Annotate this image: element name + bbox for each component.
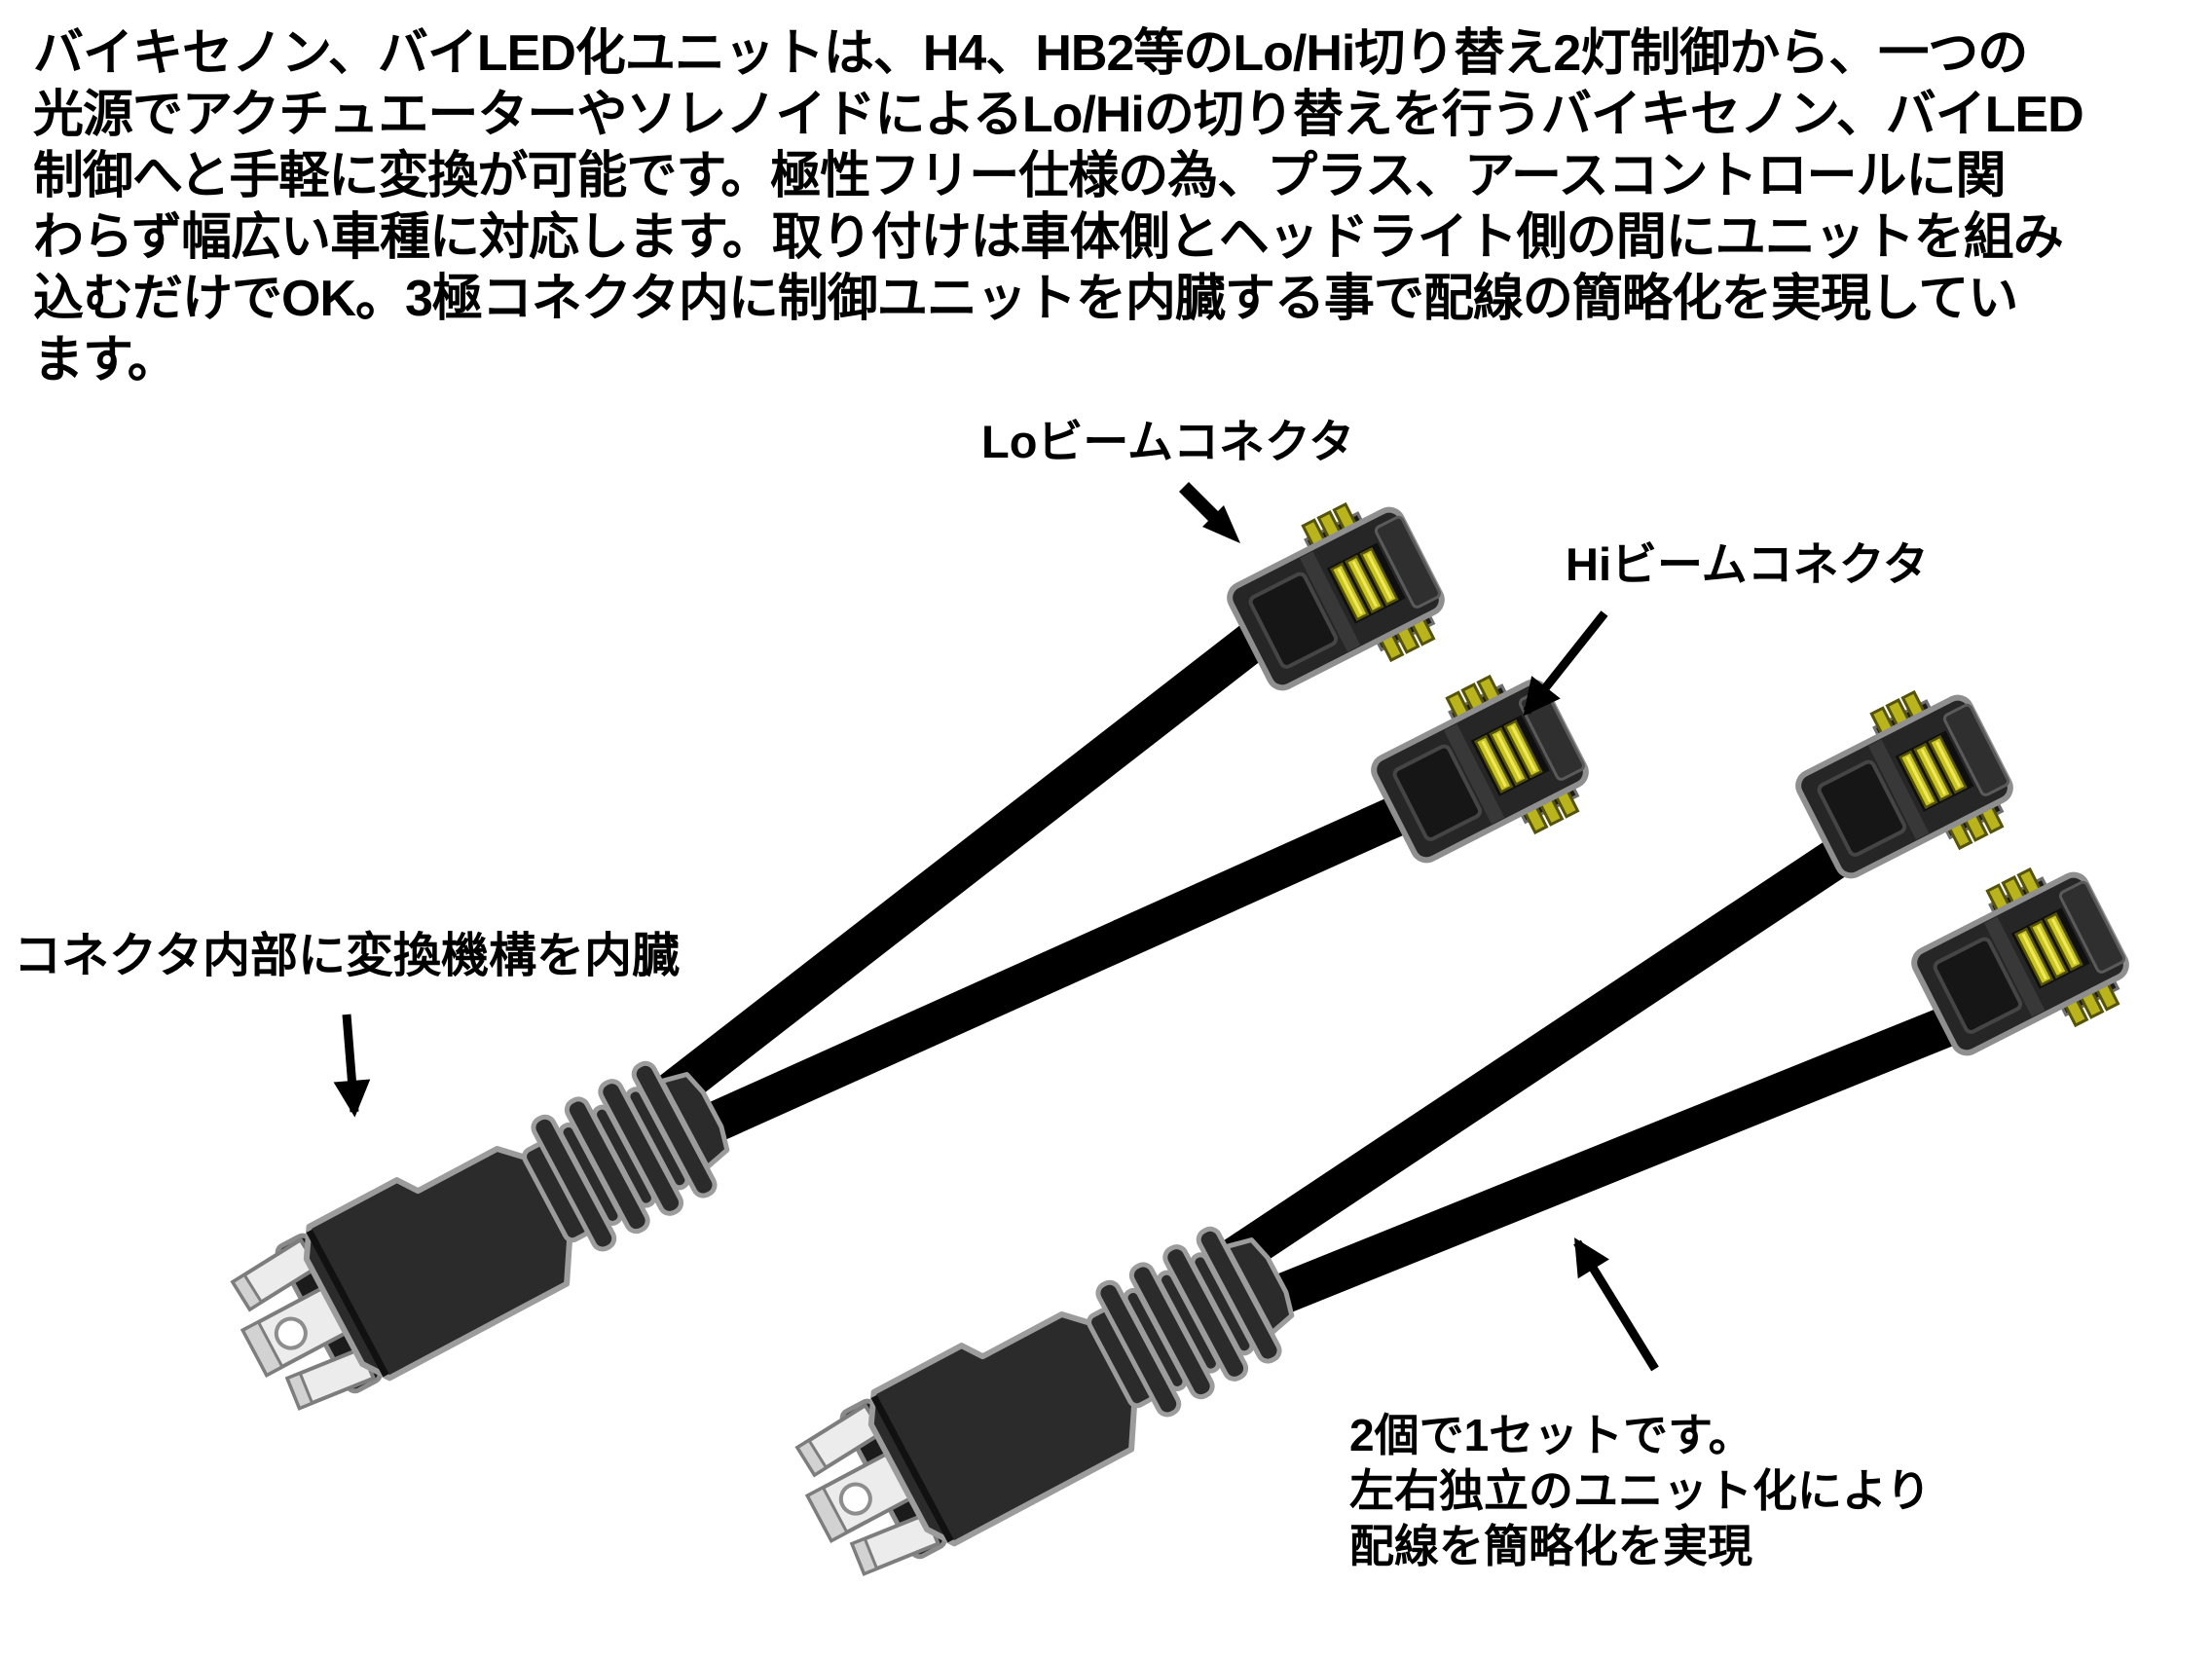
lo-beam-connector: [1214, 484, 1456, 713]
lo-beam-arrow-icon: [1179, 482, 1240, 543]
converter-arrow-icon: [333, 1014, 371, 1118]
description-line: わらず幅広い車種に対応します。取り付けは車体側とヘッドライト側の間にユニットを組…: [33, 209, 2064, 266]
cable-left-to-lo: [659, 592, 1308, 1109]
hi-beam-connector: [1358, 656, 1601, 885]
description-line: 光源でアクチュエーターやソレノイドによるLo/Hiの切り替えを行うバイキセノン、…: [33, 87, 2084, 143]
cable-right-to-upper: [1223, 822, 1876, 1275]
description-line: ます。: [33, 332, 178, 388]
cable-right-to-lower: [1253, 995, 1984, 1322]
set-note-label: 2個で1セットです。 左右独立のユニット化により 配線を簡略化を実現: [1349, 1408, 1931, 1574]
converter-label: コネクタ内部に変換機構を内臓: [14, 930, 681, 982]
set-note-line: 左右独立のユニット化により: [1349, 1465, 1932, 1516]
description-line: 制御へと手軽に変換が可能です。極性フリー仕様の為、プラス、アースコントロールに関: [33, 148, 2006, 204]
lo-beam-label: Loビームコネクタ: [981, 416, 1355, 467]
description-line: バイキセノン、バイLED化ユニットは、H4、HB2等のLo/Hi切り替え2灯制御…: [33, 25, 2028, 82]
description-line: 込むだけでOK。3極コネクタ内に制御ユニットを内臓する事で配線の簡略化を実現して…: [33, 271, 2018, 327]
hi-beam-arrow-icon: [1523, 610, 1608, 717]
cable-group: [659, 592, 1984, 1322]
hi-beam-label: Hiビームコネクタ: [1566, 538, 1929, 590]
set-note-arrow-icon: [1573, 1237, 1659, 1372]
cable-left-to-hi: [673, 781, 1440, 1157]
set-note-line: 配線を簡略化を実現: [1349, 1521, 1752, 1571]
description-paragraph: バイキセノン、バイLED化ユニットは、H4、HB2等のLo/Hi切り替え2灯制御…: [33, 23, 2084, 391]
h4-plug-right: [779, 1199, 1316, 1594]
set-note-line: 2個で1セットです。: [1349, 1410, 1753, 1460]
h4-plug-left: [214, 1034, 752, 1428]
